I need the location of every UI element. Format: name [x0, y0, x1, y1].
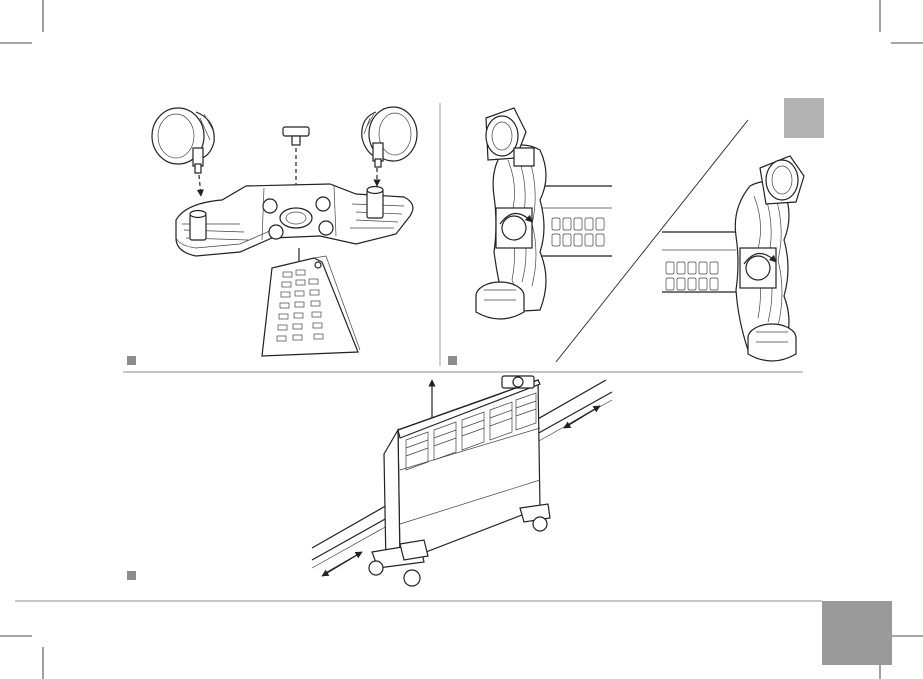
step-marker-1 — [127, 356, 136, 365]
heater-leg-section — [262, 256, 360, 356]
figure-caster-assembly — [152, 107, 417, 356]
foot-base — [176, 184, 413, 256]
page-number-tab — [822, 601, 892, 665]
section-tab — [784, 98, 824, 138]
step-marker-2 — [448, 356, 457, 365]
figure-foot-clip-mounting — [476, 108, 804, 362]
locking-knob — [283, 127, 309, 145]
caster-left — [152, 108, 214, 173]
heater-body — [369, 376, 550, 586]
figure-heater-clearance — [312, 376, 612, 586]
caster-right — [362, 107, 417, 167]
panel-right-view — [662, 156, 804, 361]
panel-left-view — [476, 108, 612, 319]
step-marker-3 — [127, 571, 136, 580]
